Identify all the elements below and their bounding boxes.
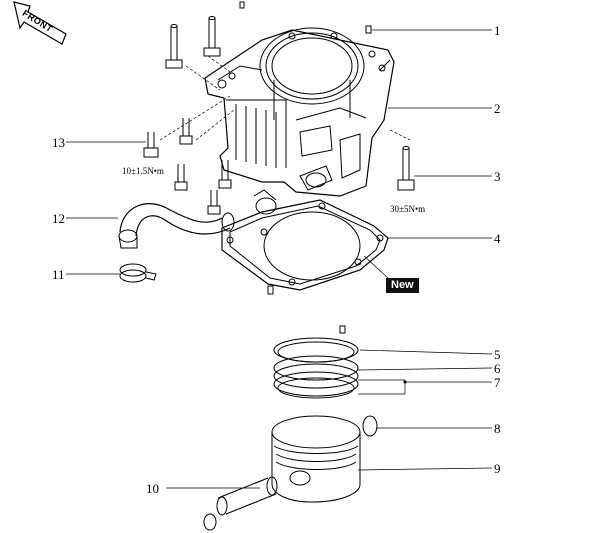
leader-lines bbox=[66, 29, 493, 489]
callout-8: 8 bbox=[494, 421, 501, 436]
circlip-8 bbox=[203, 415, 378, 531]
callout-9: 9 bbox=[494, 461, 501, 476]
bolt-13 bbox=[143, 118, 232, 215]
callout-4: 4 bbox=[494, 231, 501, 246]
new-part-badge: New bbox=[386, 278, 419, 293]
callout-5: 5 bbox=[494, 347, 501, 362]
coolant-hose-12 bbox=[118, 203, 235, 249]
torque-spec-large-bolt: 30±5N•m bbox=[390, 204, 426, 214]
hose-clamp-upper bbox=[253, 189, 277, 215]
hose-clamp-11 bbox=[119, 263, 157, 283]
callout-2: 2 bbox=[494, 101, 501, 116]
dowel-pin-lower bbox=[267, 285, 274, 295]
callout-1: 1 bbox=[494, 23, 501, 38]
base-gasket-4 bbox=[221, 199, 389, 291]
bolt-3 bbox=[397, 146, 415, 191]
callout-6: 6 bbox=[494, 361, 501, 376]
piston-rings bbox=[273, 325, 359, 399]
callout-11: 11 bbox=[52, 267, 65, 282]
callout-3: 3 bbox=[494, 169, 501, 184]
callout-12: 12 bbox=[52, 211, 65, 226]
callout-7: 7 bbox=[494, 375, 501, 390]
torque-spec-small-bolt: 10±1.5N•m bbox=[122, 166, 164, 176]
callout-10: 10 bbox=[146, 481, 159, 496]
cylinder-block bbox=[204, 27, 395, 197]
leader-junction-dot bbox=[403, 380, 407, 384]
front-arrow-icon bbox=[13, 1, 67, 45]
callout-13: 13 bbox=[52, 135, 65, 150]
top-bolts bbox=[165, 1, 245, 69]
piston-pin-10 bbox=[216, 476, 278, 516]
dowel-pin-1 bbox=[365, 25, 372, 34]
piston-9 bbox=[271, 415, 361, 503]
